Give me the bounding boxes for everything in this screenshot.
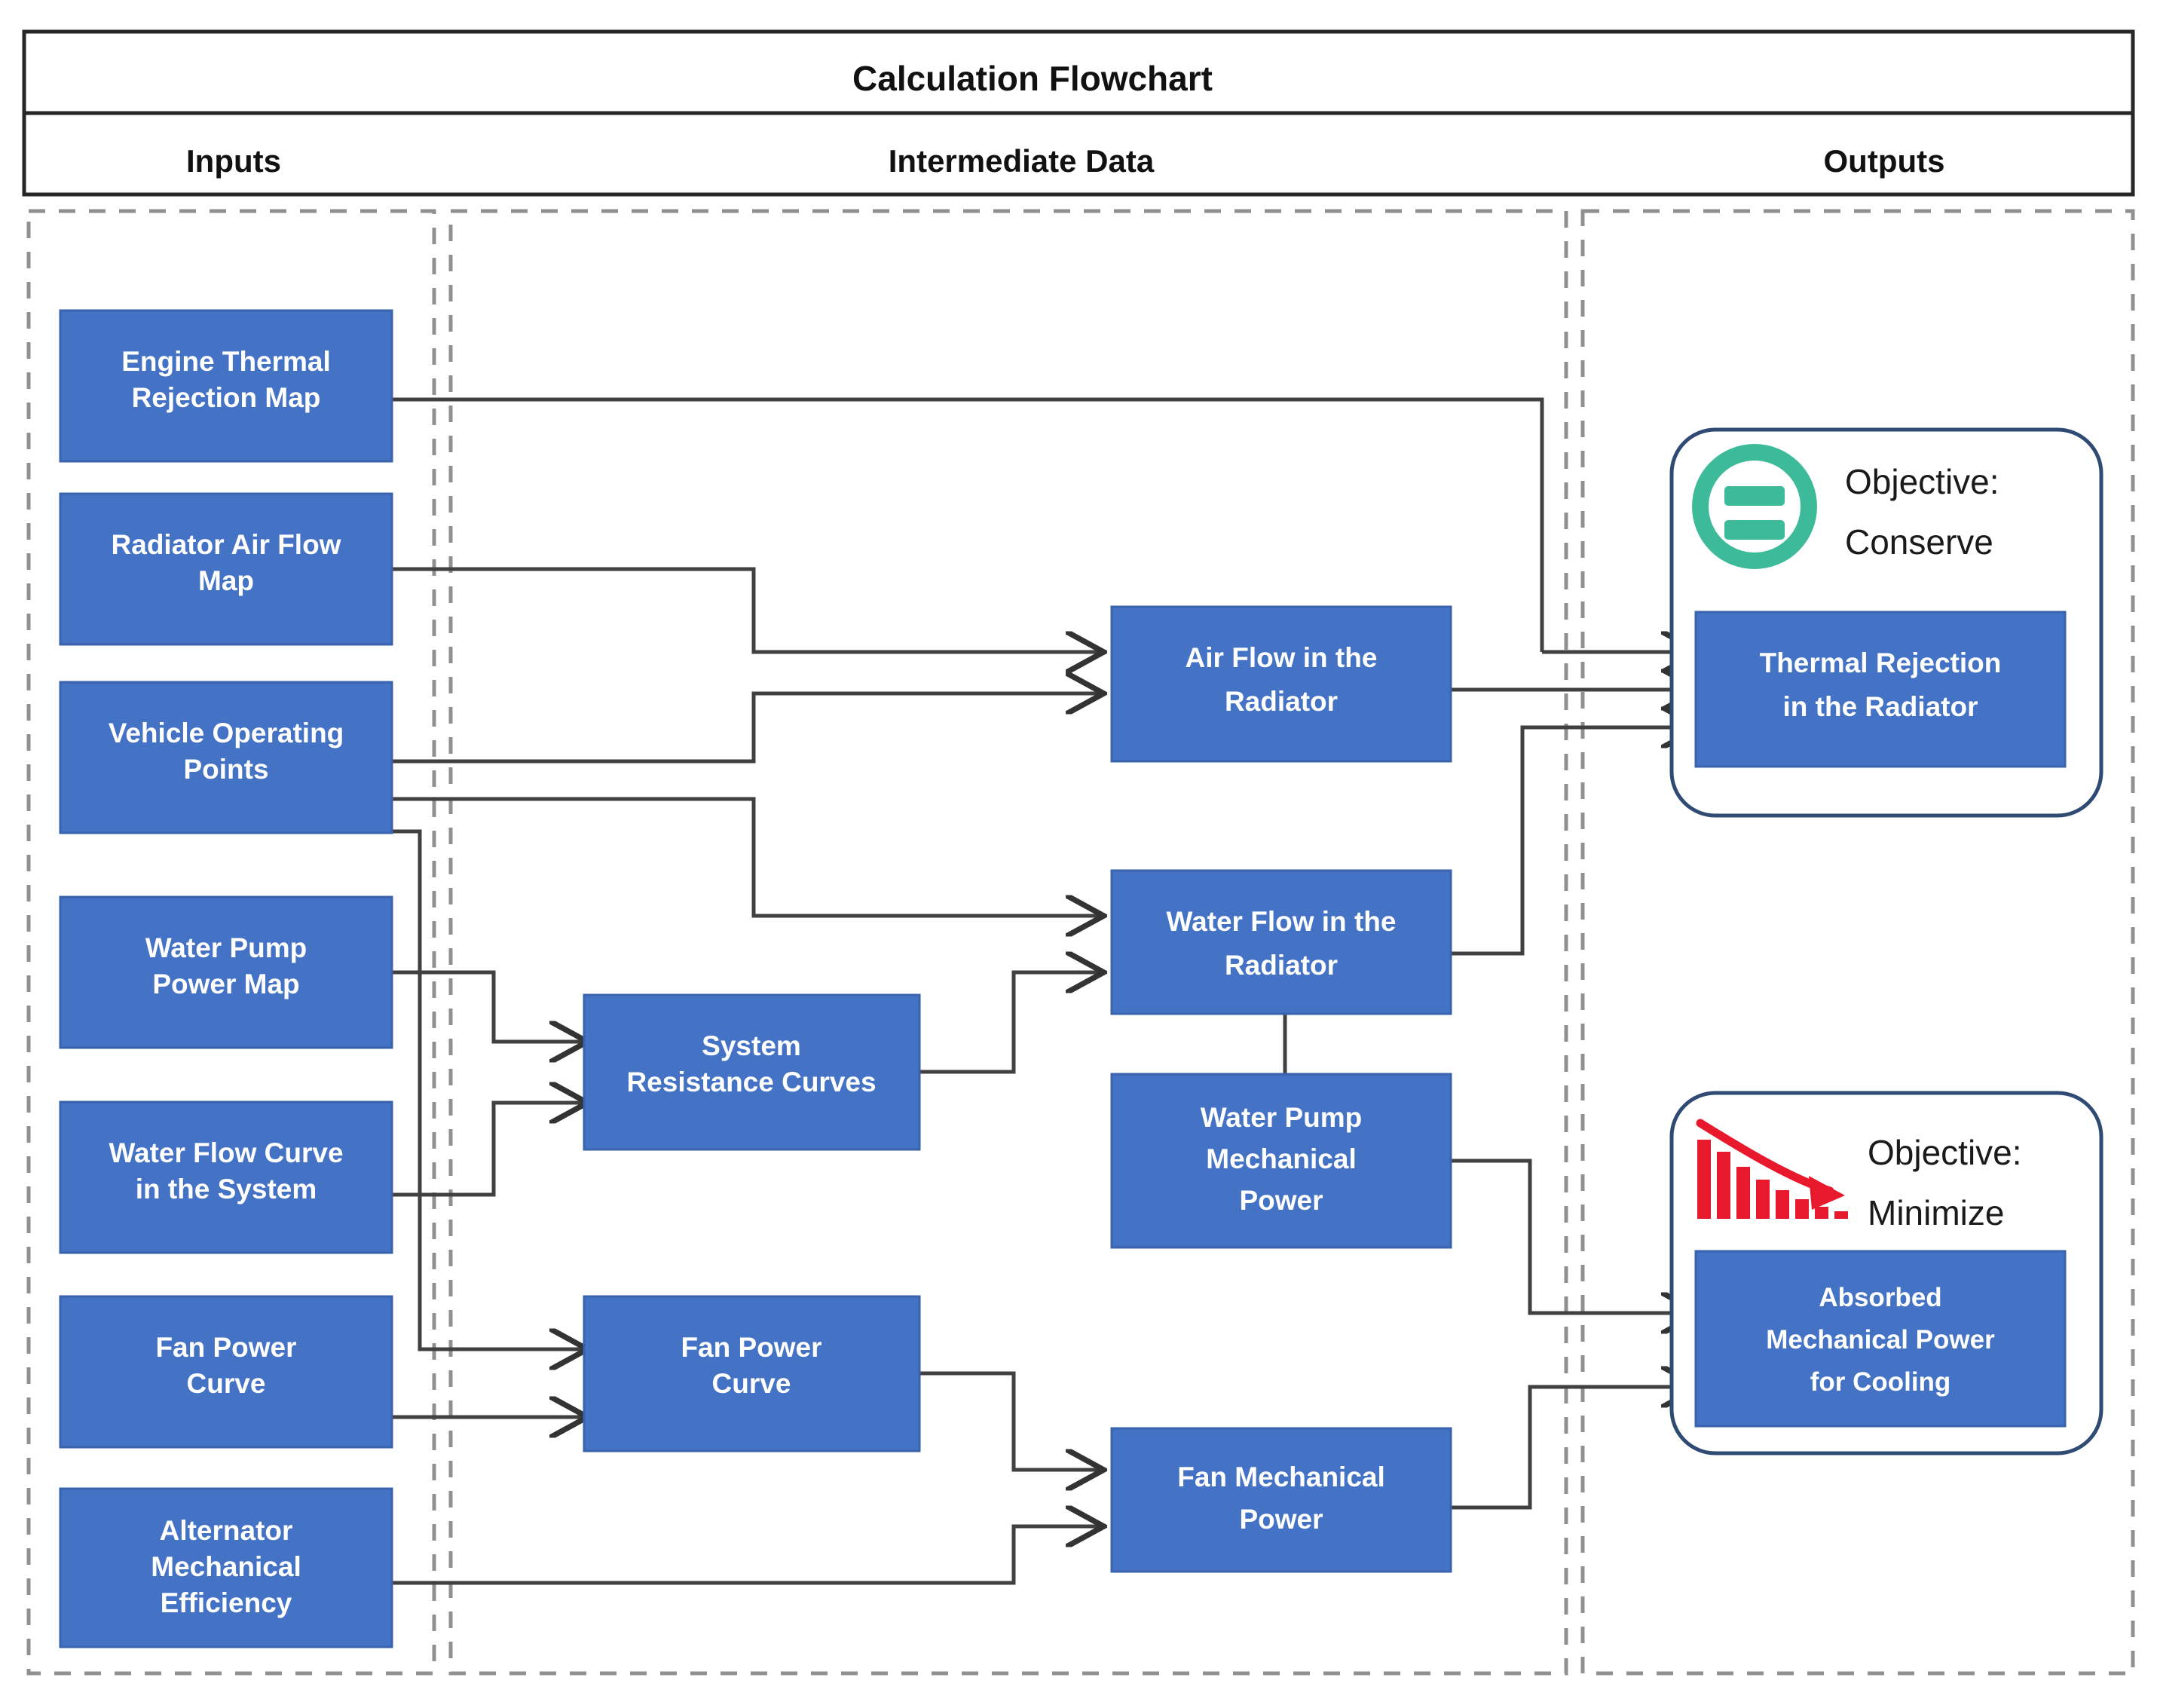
node-label: System	[702, 1030, 801, 1061]
node-label: Fan Power	[155, 1332, 296, 1363]
objective-label: Minimize	[1868, 1193, 2004, 1232]
edge-vop-to-airflow	[392, 693, 1100, 764]
node-label: Water Pump	[1201, 1102, 1362, 1133]
card-objective-minimize[interactable]: Objective: Minimize Absorbed Mechanical …	[1669, 1091, 2103, 1455]
node-label: Mechanical	[1206, 1143, 1356, 1174]
objective-label: Conserve	[1845, 522, 1993, 562]
node-absorbed-mechanical-power-for-cooling[interactable]: Absorbed Mechanical Power for Cooling	[1694, 1250, 2067, 1428]
edge-alternator-to-fan-mechanical-power	[392, 1526, 1100, 1585]
node-label: Alternator	[160, 1515, 293, 1546]
lane-frames	[26, 209, 2135, 1676]
edge-fan-mechanical-to-absorbed	[1451, 1387, 1696, 1510]
edge-water-pump-mechanical-to-absorbed	[1451, 1159, 1696, 1313]
node-label: in the Radiator	[1782, 691, 1978, 722]
edge-water-flow-to-thermal-rejection	[1451, 727, 1696, 956]
node-label: Absorbed	[1819, 1283, 1941, 1312]
node-alternator-mechanical-efficiency[interactable]: Alternator Mechanical Efficiency	[59, 1487, 393, 1648]
column-header-intermediate: Intermediate Data	[889, 143, 1155, 179]
node-engine-thermal-rejection-map[interactable]: Engine Thermal Rejection Map	[59, 309, 393, 463]
edge-water-flow-curve-to-system-resistance	[392, 1103, 584, 1197]
node-label: Points	[183, 754, 268, 785]
edge-radiator-airflow-to-airflow	[392, 567, 1100, 652]
node-label: Rejection Map	[132, 382, 321, 413]
node-radiator-air-flow-map[interactable]: Radiator Air Flow Map	[59, 492, 393, 646]
edge-engine-thermal-to-thermal-rejection	[392, 397, 1544, 652]
node-label: Mechanical Power	[1766, 1325, 1995, 1354]
node-fan-power-curve-intermediate[interactable]: Fan Power Curve	[583, 1295, 921, 1452]
node-label: Water Pump	[145, 932, 307, 963]
column-header-inputs: Inputs	[186, 143, 281, 179]
node-water-flow-in-the-radiator[interactable]: Water Flow in the Radiator	[1110, 869, 1452, 1015]
node-label: Water Flow in the	[1167, 906, 1397, 937]
node-label: Fan Mechanical	[1177, 1462, 1385, 1492]
node-label: Radiator	[1225, 686, 1338, 717]
node-label: Efficiency	[161, 1587, 292, 1618]
objective-label: Objective:	[1845, 462, 1999, 501]
node-label: Power	[1239, 1504, 1323, 1535]
node-fan-mechanical-power[interactable]: Fan Mechanical Power	[1110, 1427, 1452, 1573]
node-label: Map	[198, 565, 254, 596]
node-air-flow-in-the-radiator[interactable]: Air Flow in the Radiator	[1110, 605, 1452, 763]
input-nodes: Engine Thermal Rejection Map Radiator Ai…	[59, 309, 393, 1648]
node-label: for Cooling	[1810, 1367, 1951, 1397]
edge-vop-to-waterflow	[392, 797, 1100, 916]
objective-label: Objective:	[1868, 1133, 2022, 1172]
node-label: Radiator	[1225, 950, 1338, 981]
lane-intermediate	[448, 209, 1568, 1676]
node-label: Power	[1239, 1185, 1323, 1216]
node-label: Power Map	[152, 969, 299, 999]
node-vehicle-operating-points[interactable]: Vehicle Operating Points	[59, 681, 393, 834]
page-title: Calculation Flowchart	[852, 59, 1213, 98]
node-label: Curve	[187, 1368, 266, 1399]
node-water-pump-mechanical-power[interactable]: Water Pump Mechanical Power	[1110, 1073, 1452, 1249]
node-label: Curve	[712, 1368, 791, 1399]
node-water-flow-curve-in-the-system[interactable]: Water Flow Curve in the System	[59, 1100, 393, 1254]
node-label: Fan Power	[681, 1332, 821, 1363]
node-system-resistance-curves[interactable]: System Resistance Curves	[583, 993, 921, 1151]
intermediate-nodes: System Resistance Curves Fan Power Curve…	[583, 605, 1452, 1573]
node-thermal-rejection-in-the-radiator[interactable]: Thermal Rejection in the Radiator	[1694, 611, 2067, 768]
edge-water-pump-map-to-system-resistance	[392, 970, 584, 1042]
node-water-pump-power-map[interactable]: Water Pump Power Map	[59, 895, 393, 1049]
edge-fan-power-curve-to-fan-mechanical-power	[919, 1371, 1100, 1470]
node-label: Thermal Rejection	[1760, 647, 2002, 678]
node-label: Water Flow Curve	[109, 1137, 343, 1168]
declining-bar-chart-icon	[1696, 1119, 1848, 1219]
card-objective-conserve[interactable]: Objective: Conserve Thermal Rejection in…	[1669, 427, 2103, 818]
node-label: Engine Thermal	[121, 346, 331, 377]
node-label: Vehicle Operating	[109, 718, 344, 748]
lane-outputs	[1580, 209, 2135, 1676]
node-label: Air Flow in the	[1186, 642, 1378, 673]
node-label: Mechanical	[151, 1551, 301, 1582]
node-label: Resistance Curves	[626, 1067, 876, 1097]
edge-vop-to-fan-power-curve	[392, 829, 584, 1349]
edge-system-resistance-to-water-flow	[919, 972, 1100, 1074]
node-fan-power-curve-input[interactable]: Fan Power Curve	[59, 1295, 393, 1449]
equals-circle-icon	[1692, 444, 1817, 569]
node-label: Radiator Air Flow	[112, 529, 341, 560]
node-label: in the System	[136, 1174, 317, 1204]
header-table: Calculation Flowchart Inputs Intermediat…	[22, 29, 2135, 197]
column-header-outputs: Outputs	[1824, 143, 1945, 179]
